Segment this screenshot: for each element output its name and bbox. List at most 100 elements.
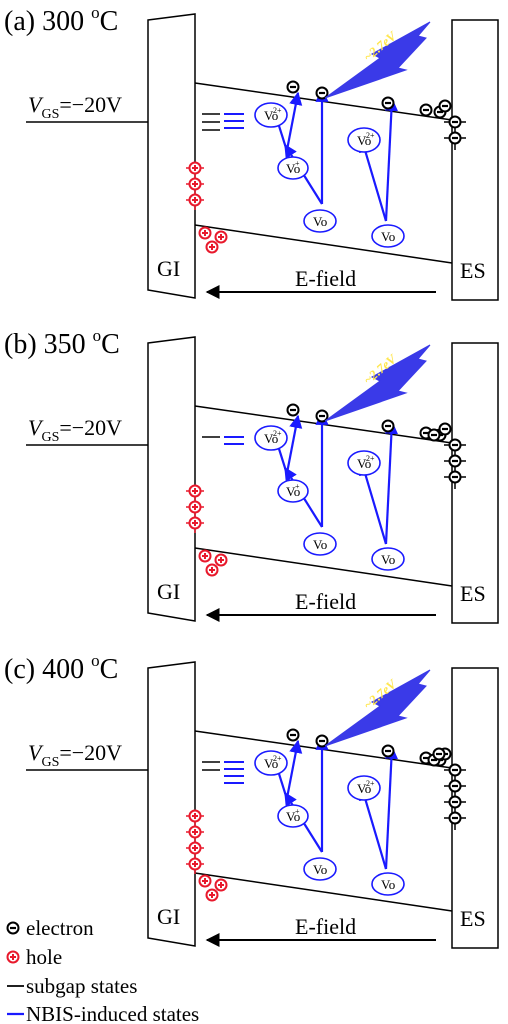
vgs-label: VGS=−20V: [28, 740, 122, 770]
hole-icon: [188, 500, 202, 514]
electron-icon: [448, 795, 462, 809]
ionization-arrow: [384, 97, 399, 222]
photon-bolt-icon: ~2.7eV: [324, 344, 431, 422]
hole-icon: [205, 888, 219, 902]
vo-neutral-bubble: Vo: [303, 532, 337, 556]
electron-icon: [438, 422, 452, 436]
vo-label: Vo: [357, 456, 371, 471]
hole-icon: [198, 874, 212, 888]
vo-2plus-bubble: Vo2+: [347, 127, 381, 153]
panel-title: (a) 300 oC: [4, 3, 118, 37]
hole-icon: [214, 878, 228, 892]
vo-label: Vo: [313, 214, 327, 229]
gi-label: GI: [157, 256, 180, 281]
ionization-arrow: [359, 461, 388, 545]
hole-icon: [214, 230, 228, 244]
vo-neutral-bubble: Vo: [303, 209, 337, 233]
vo-neutral-bubble: Vo: [371, 547, 405, 571]
gi-label: GI: [157, 904, 180, 929]
electron-icon: [419, 103, 433, 117]
vo-plus-bubble: Vo+: [277, 479, 309, 503]
vo-label: Vo: [313, 537, 327, 552]
vo-charge: +: [295, 482, 300, 491]
ionization-arrow: [285, 739, 303, 799]
hole-icon: [188, 161, 202, 175]
hole-icon: [198, 549, 212, 563]
hole-icon: [188, 177, 202, 191]
valence-band: [194, 872, 453, 912]
electron-icon: [448, 811, 462, 825]
vo-charge: 2+: [366, 779, 375, 788]
legend-hole-label: hole: [26, 945, 62, 969]
vo-2plus-bubble: Vo2+: [254, 102, 288, 128]
vo-charge: 2+: [273, 754, 282, 763]
vo-charge: +: [295, 807, 300, 816]
hole-icon: [188, 484, 202, 498]
gi-block: [147, 13, 196, 299]
electron-icon: [286, 728, 300, 742]
electron-icon: [448, 438, 462, 452]
electron-icon: [6, 921, 20, 935]
valence-band: [194, 547, 453, 587]
electron-icon: [381, 96, 395, 110]
gi-label: GI: [157, 579, 180, 604]
vo-charge: +: [295, 159, 300, 168]
es-block: [451, 19, 499, 301]
electron-icon: [286, 80, 300, 94]
vo-2plus-bubble: Vo2+: [254, 425, 288, 451]
vo-charge: 2+: [273, 106, 282, 115]
hole-icon: [188, 516, 202, 530]
hole-icon: [214, 553, 228, 567]
efield-label: E-field: [295, 266, 356, 291]
panel-title: (c) 400 oC: [4, 651, 118, 685]
vo-charge: 2+: [273, 429, 282, 438]
ionization-arrow: [359, 138, 388, 222]
electron-icon: [448, 763, 462, 777]
es-block: [451, 667, 499, 949]
electron-icon: [381, 744, 395, 758]
vo-plus-bubble: Vo+: [277, 156, 309, 180]
hole-icon: [205, 240, 219, 254]
vo-2plus-bubble: Vo2+: [347, 450, 381, 476]
vo-2plus-bubble: Vo2+: [254, 750, 288, 776]
electron-icon: [315, 734, 329, 748]
vgs-label: VGS=−20V: [28, 415, 122, 445]
gi-block: [147, 336, 196, 622]
vo-label: Vo: [357, 133, 371, 148]
vo-charge: 2+: [366, 131, 375, 140]
vo-label: Vo: [286, 161, 300, 176]
ionization-arrow: [285, 91, 303, 151]
es-label: ES: [460, 581, 486, 606]
vo-neutral-bubble: Vo: [371, 872, 405, 896]
vo-label: Vo: [381, 229, 395, 244]
es-label: ES: [460, 258, 486, 283]
vo-neutral-bubble: Vo: [371, 224, 405, 248]
hole-icon: [205, 563, 219, 577]
hole-icon: [188, 841, 202, 855]
panel-title: (b) 350 oC: [4, 326, 120, 360]
electron-icon: [448, 779, 462, 793]
efield-label: E-field: [295, 914, 356, 939]
hole-icon: [188, 193, 202, 207]
vo-label: Vo: [264, 431, 278, 446]
hole-icon: [188, 825, 202, 839]
electron-icon: [286, 403, 300, 417]
vo-neutral-bubble: Vo: [303, 857, 337, 881]
legend-nbis-label: NBIS-induced states: [26, 1002, 199, 1024]
legend-subgap-label: subgap states: [26, 974, 137, 998]
electron-icon: [381, 419, 395, 433]
hole-icon: [188, 809, 202, 823]
electron-icon: [432, 747, 446, 761]
electron-icon: [438, 99, 452, 113]
ionization-arrow: [285, 414, 303, 474]
electron-icon: [448, 454, 462, 468]
photon-bolt-icon: ~2.7eV: [324, 21, 431, 99]
vo-label: Vo: [381, 552, 395, 567]
vo-label: Vo: [286, 484, 300, 499]
electron-icon: [315, 409, 329, 423]
es-label: ES: [460, 906, 486, 931]
ionization-arrow: [359, 786, 388, 870]
